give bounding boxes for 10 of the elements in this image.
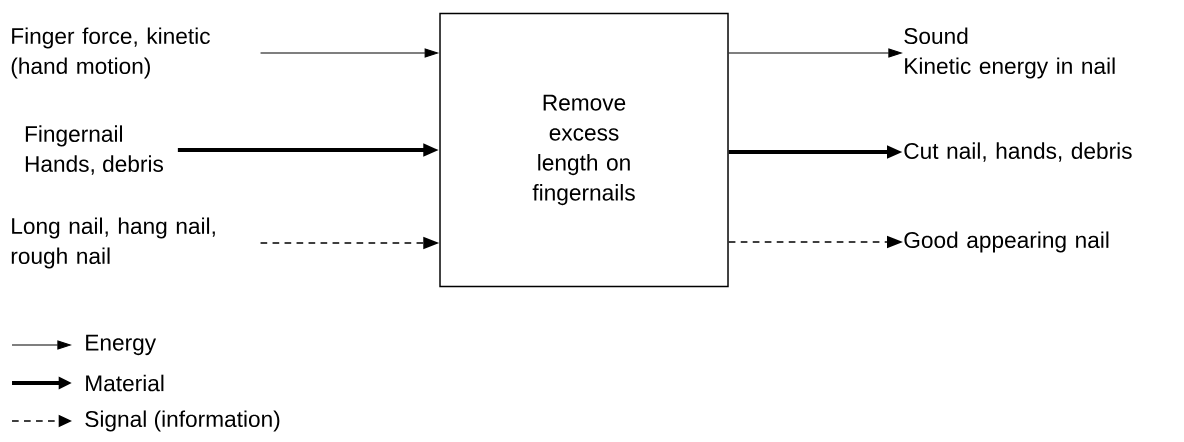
output-label: Good appearing nail	[904, 231, 1109, 253]
output-label: Cut nail, hands, debris	[904, 142, 1132, 162]
output-label: Sound Kinetic energy in nail	[904, 27, 1115, 79]
legend-label: Material	[86, 374, 164, 392]
input-label: Finger force, kinetic (hand motion)	[11, 27, 210, 79]
process-box: Remove excess length on fingernails	[439, 12, 729, 288]
input-label: Long nail, hang nail, rough nail	[11, 217, 215, 269]
legend-label: Energy	[86, 334, 157, 356]
legend-label: Signal (information)	[85, 410, 280, 432]
input-label: Fingernail Hands, debris	[25, 125, 163, 175]
